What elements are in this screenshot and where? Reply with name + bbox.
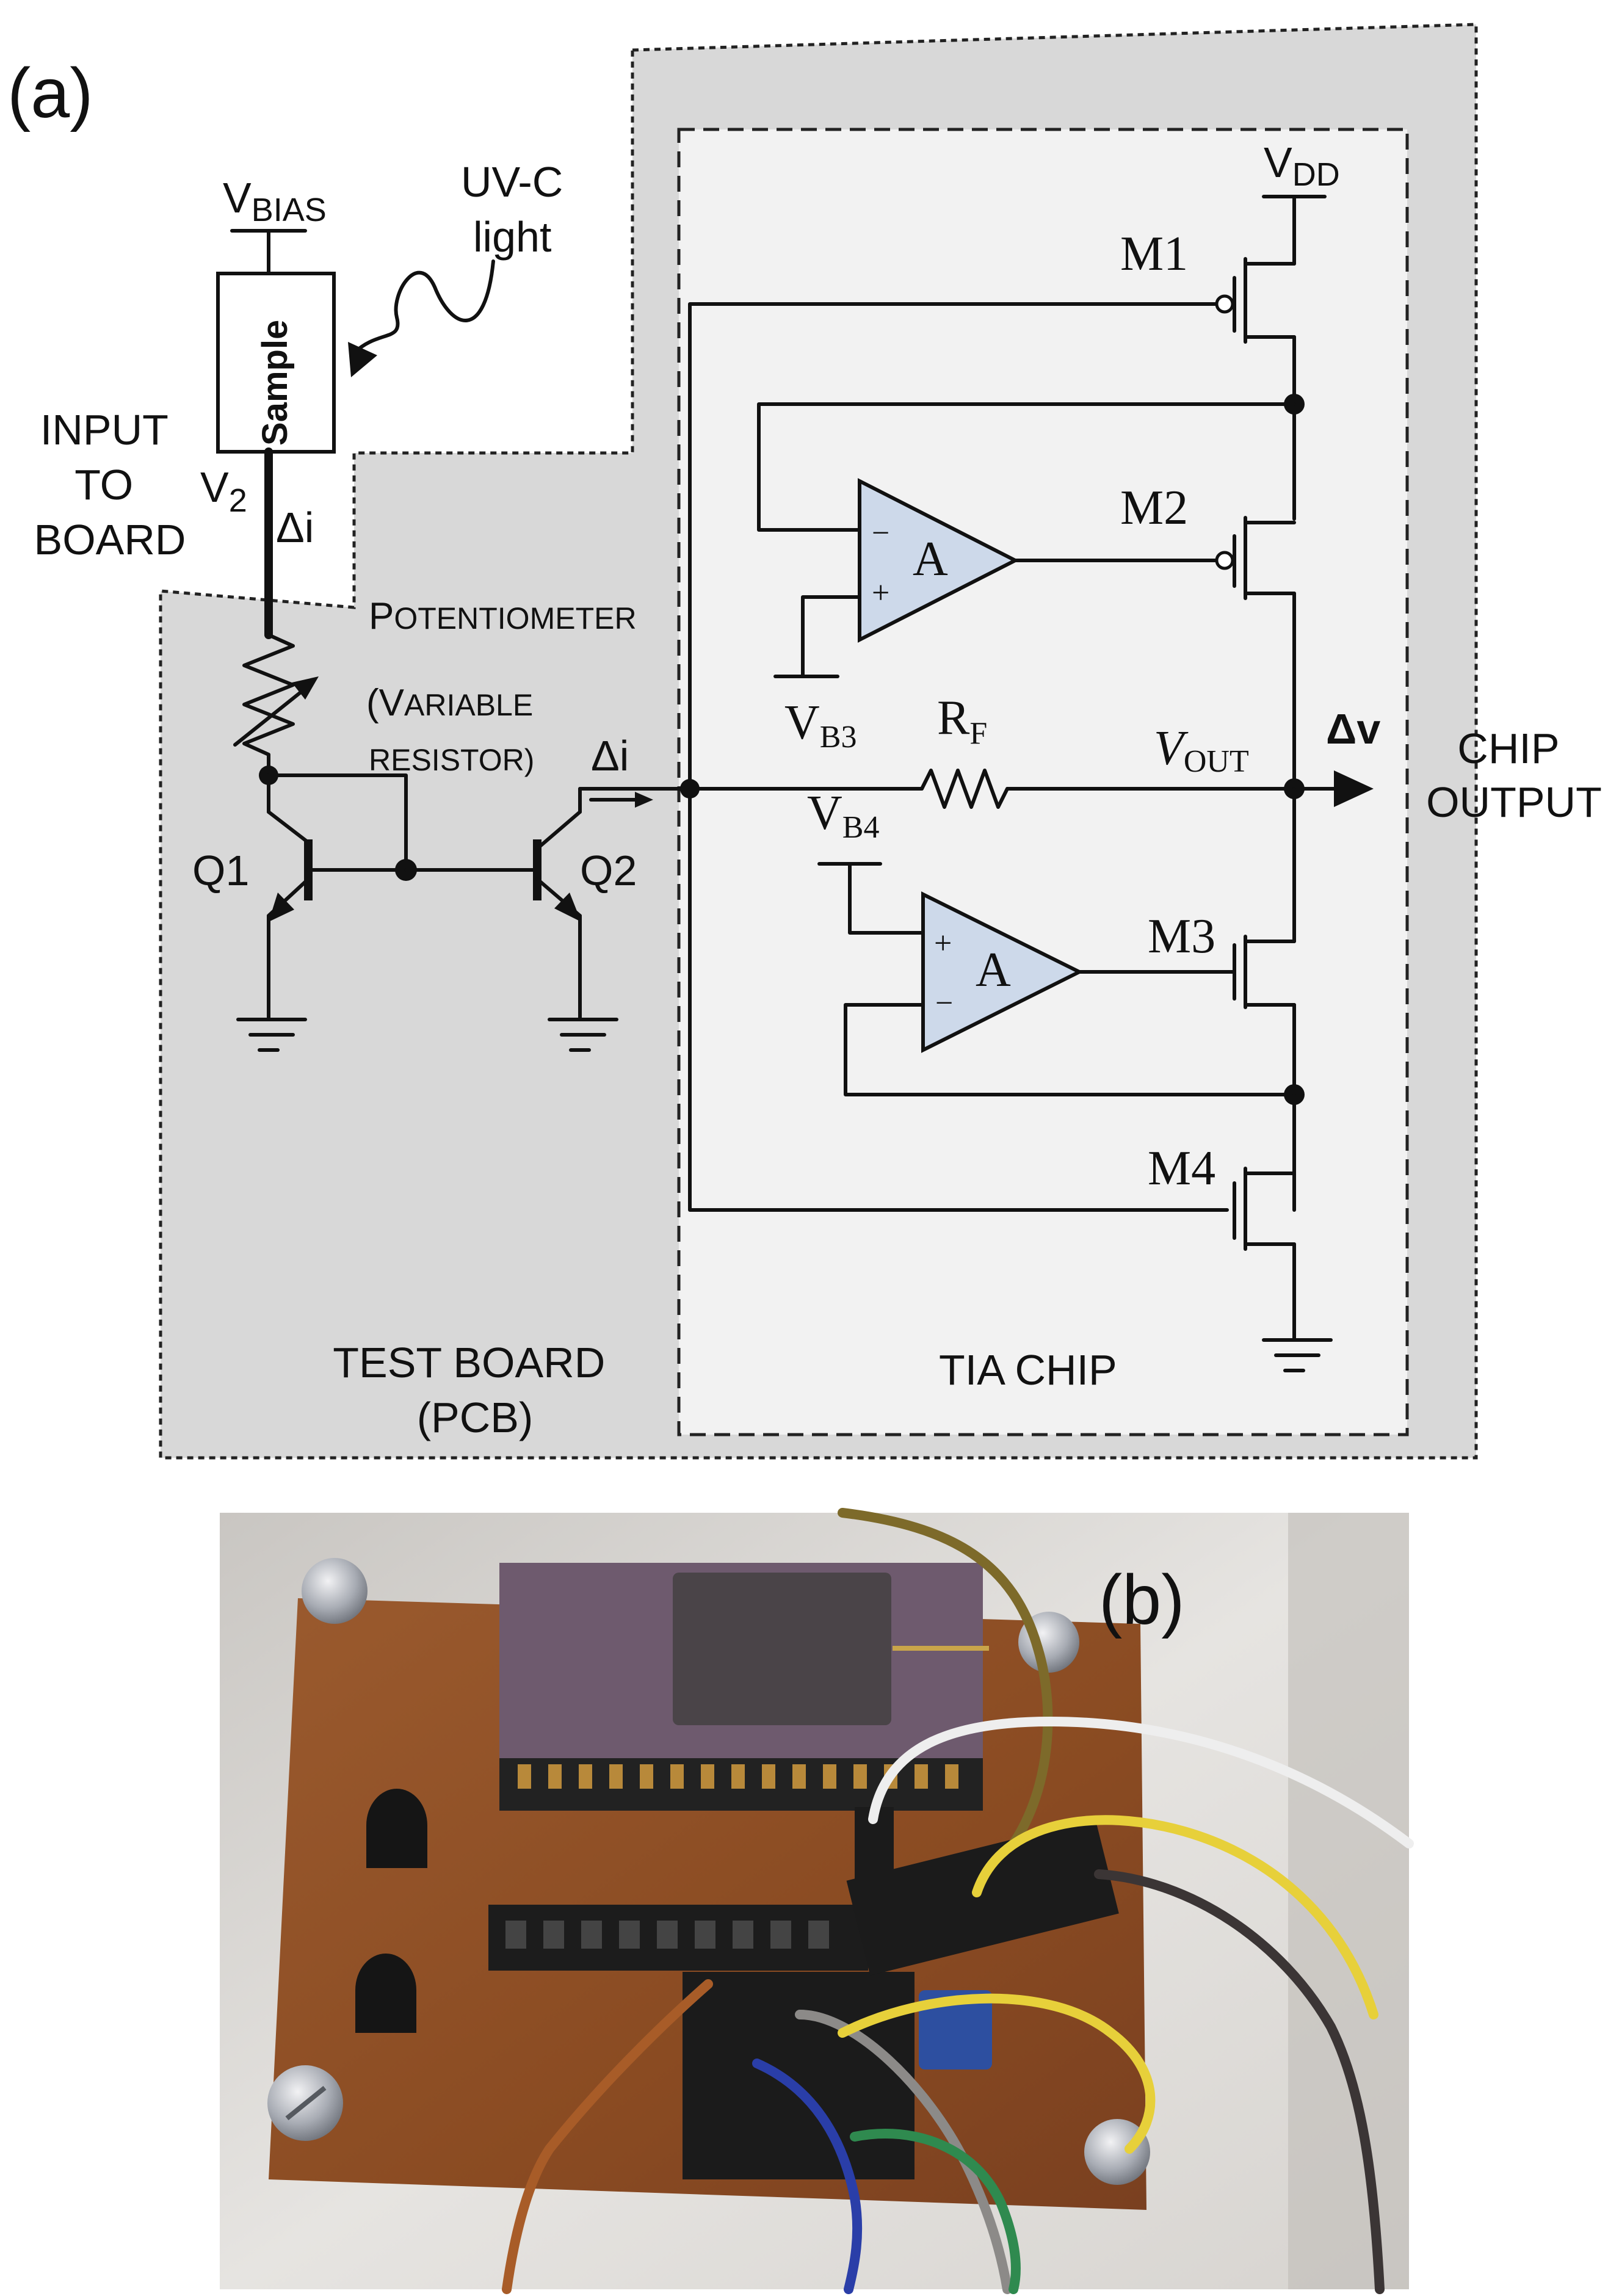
q1-label: Q1 [192,847,249,894]
m1-transistor [1215,257,1296,521]
rf-resistor [920,769,1009,809]
connector-block [683,1972,915,2179]
uv-arrowhead [348,342,377,377]
q2-label: Q2 [580,847,637,894]
m2-transistor [1013,516,1296,791]
vb3-label: VB3 [784,696,857,755]
amp-m2 [858,478,1020,643]
wire-blue [752,2059,863,2294]
vout-label: VOUT [1154,722,1249,779]
m1-label: M1 [1120,227,1188,281]
amp-m3-minus: − [935,986,953,1021]
wire-white [868,1716,1414,1849]
amp-m3-gain: A [976,943,1011,997]
chip-output-label: CHIP OUTPUT [1426,725,1602,826]
tia-chip-region [677,128,1409,1436]
screw-top-left [302,1558,368,1624]
vbias-label: VBIAS [223,174,327,228]
amp-m2-plus: + [872,576,889,610]
m3-label: M3 [1148,910,1215,963]
input-to-board-label: INPUT TO BOARD [34,406,186,563]
wire-yellow-1 [972,1815,1378,2019]
q2-transistor [404,787,618,1052]
sample-label: Sample [255,320,295,446]
wire-green [850,2128,1021,2294]
amp-m2-minus: − [872,516,889,551]
amp-m3 [921,891,1084,1053]
potentiometer-label: POTENTIOMETER [369,595,637,637]
m2-label: M2 [1120,481,1188,535]
amp-m2-gain: A [913,532,948,586]
delta-i-output-label: Δi [591,732,629,780]
output-arrow [1334,770,1374,807]
wire-olive [838,1508,1053,1849]
wire-yellow-2 [838,1993,1156,2154]
amp-m3-plus: + [934,926,952,961]
sample-box [216,272,336,454]
trimmer-potentiometer [919,1990,992,2070]
delta-v-label: Δv [1326,705,1380,753]
m4-transistor [1233,1093,1333,1372]
panel-b-label: (b) [1099,1561,1185,1639]
potentiometer-symbol [242,633,295,777]
test-board-label: TEST BOARD (PCB) [333,1339,617,1441]
m4-label: M4 [1148,1142,1215,1195]
vb4-label: VB4 [807,786,879,845]
q1-transistor [236,773,408,1052]
transistor-q1-photo [366,1789,427,1868]
ic-package [499,1563,989,1811]
v2-label: V2 [200,463,247,519]
rf-label: RF [937,691,987,751]
uvc-label: UV-C light [461,158,575,261]
transistor-q2-photo [355,1954,416,2033]
wire-dark [1094,1869,1385,2294]
uv-light-wave [352,259,495,355]
potentiometer-arrow [233,682,313,747]
tia-chip-label: TIA CHIP [939,1346,1117,1394]
wire-brown [502,1979,713,2294]
vdd-label: VDD [1264,139,1340,193]
delta-i-input-label: Δi [276,504,314,551]
variable-resistor-label: (VARIABLE RESISTOR) [366,682,541,777]
panel-a-label: (a) [7,54,93,132]
circuit-schematic: (a) VBIAS Sample UV-C light INPUT TO BOA… [7,23,1602,1460]
screw-bottom-right [1084,2119,1150,2185]
